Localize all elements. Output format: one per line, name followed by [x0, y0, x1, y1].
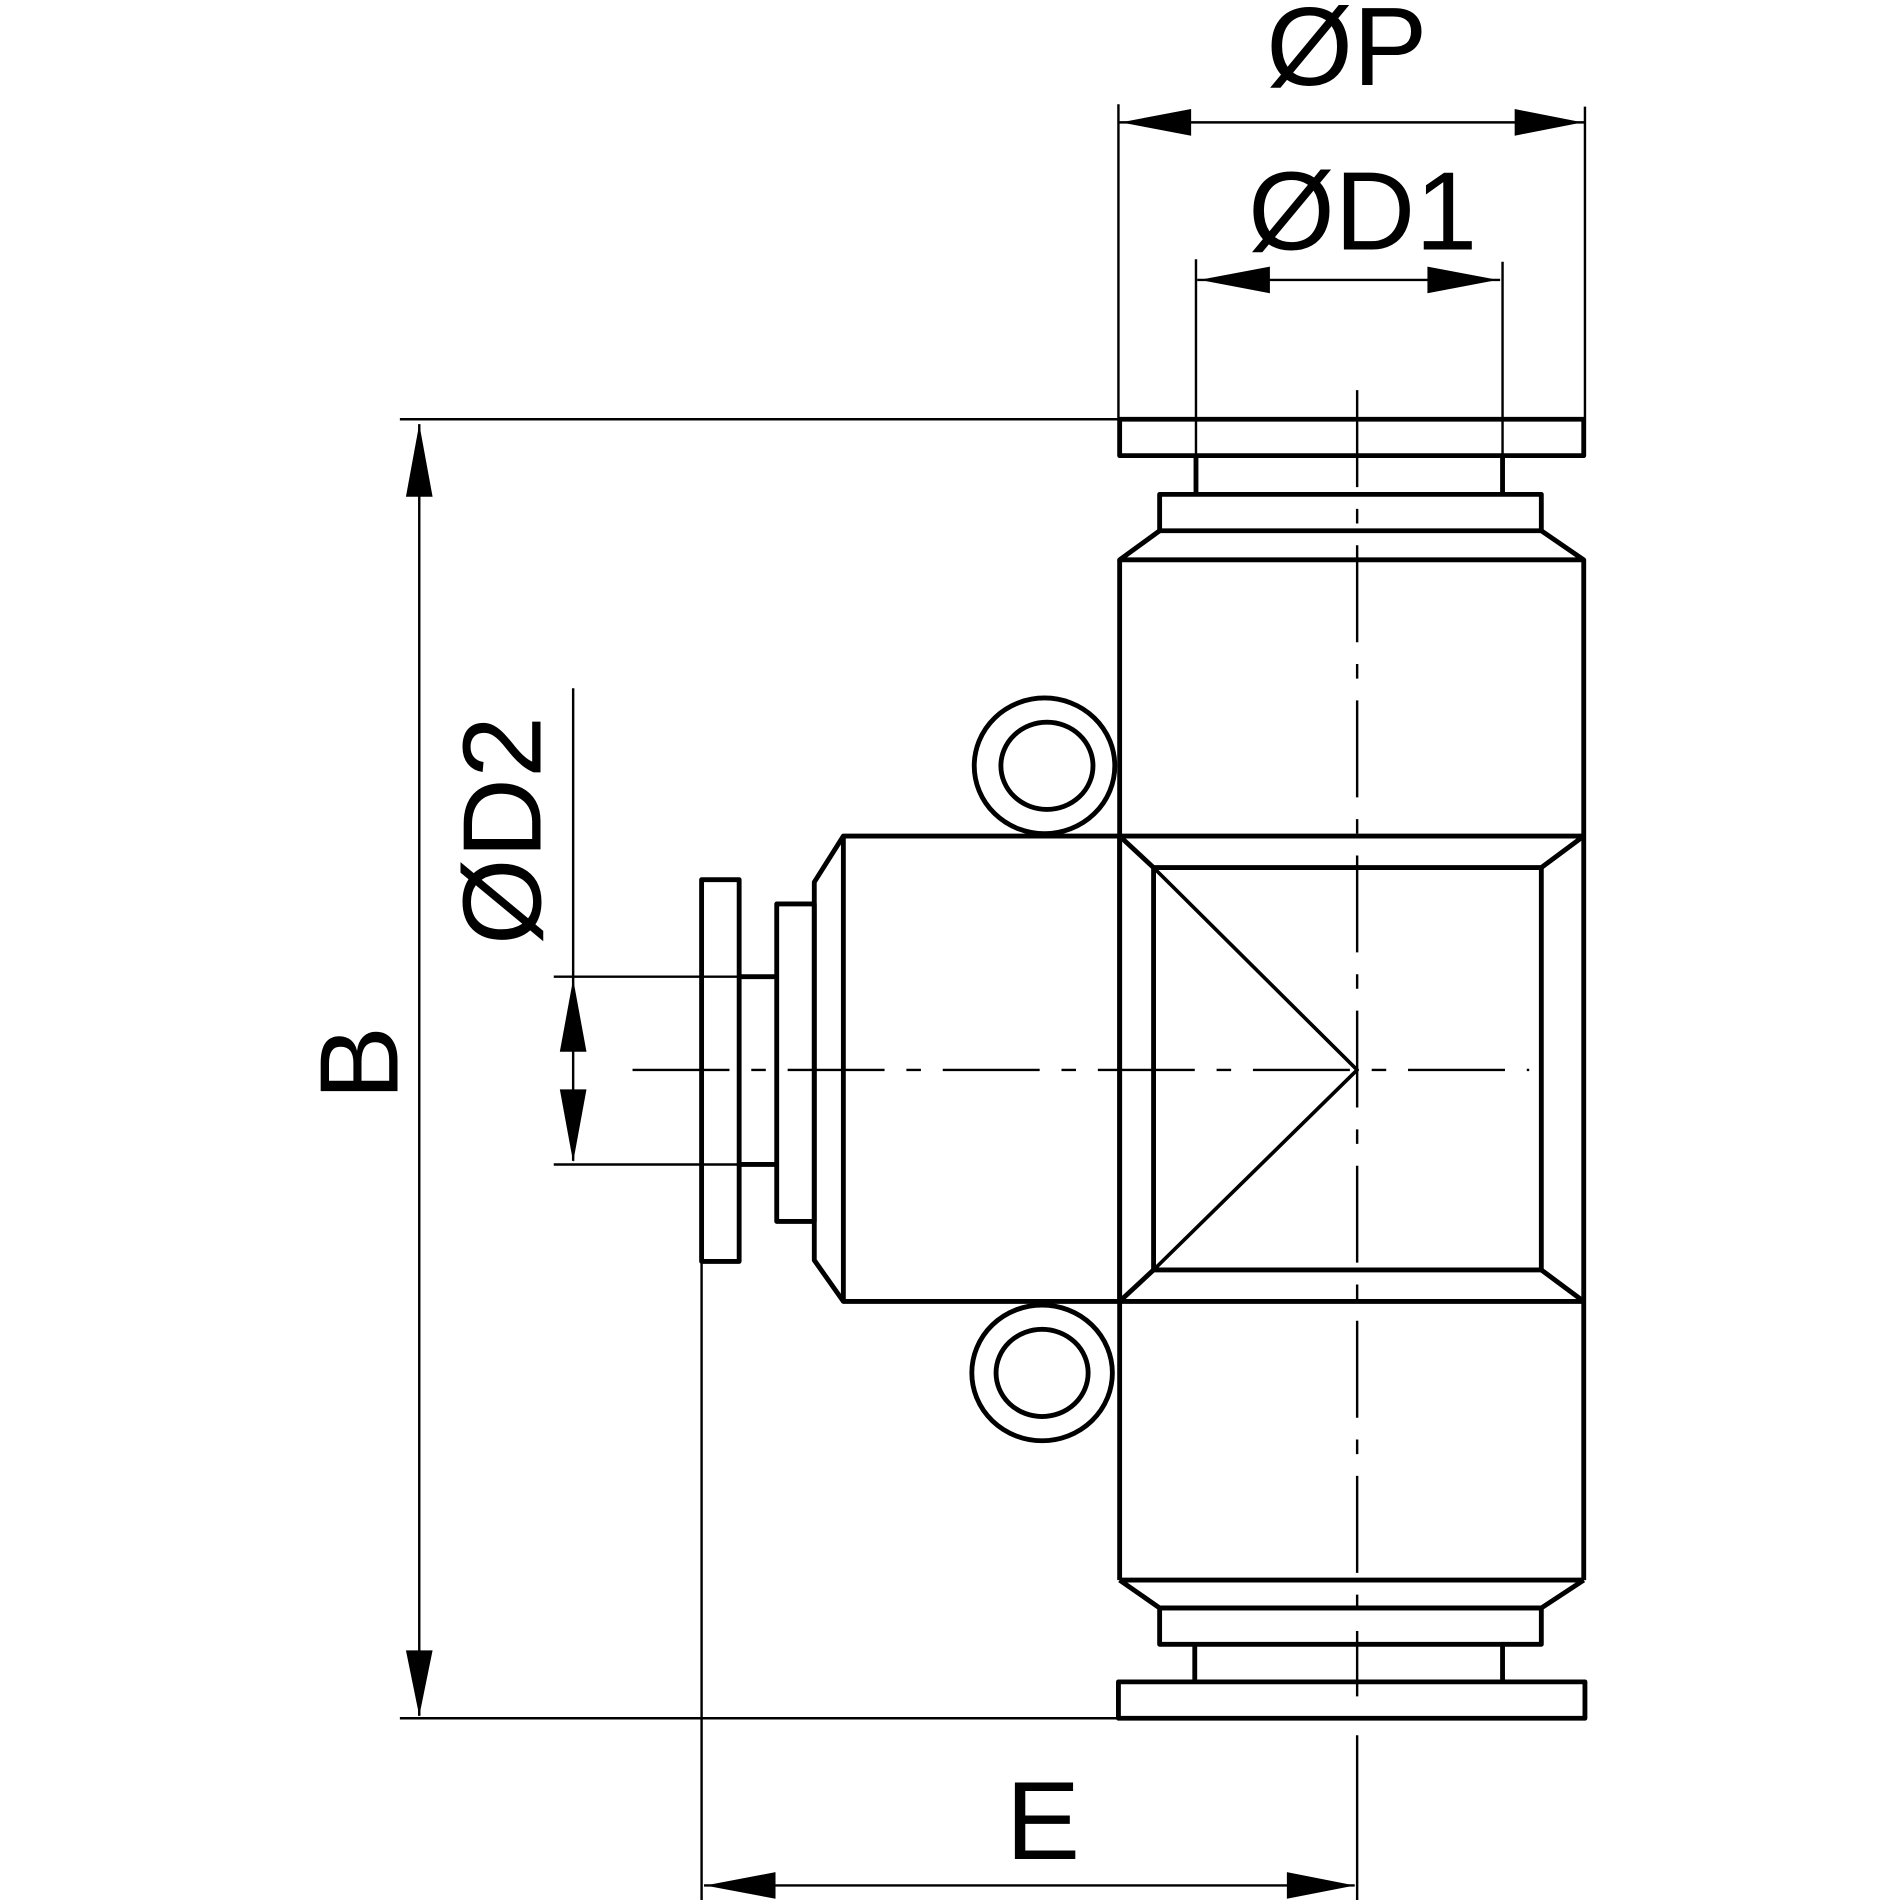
- o-rings: [969, 695, 1118, 1444]
- label-b: B: [296, 1026, 421, 1100]
- label-d1: ØD1: [1248, 149, 1477, 274]
- label-e: E: [1006, 1758, 1080, 1883]
- dimension-p: ØP: [1117, 0, 1587, 420]
- dimension-d2: ØD2: [439, 688, 740, 1166]
- dimension-d1: ØD1: [1194, 149, 1504, 456]
- label-d2: ØD2: [439, 716, 564, 945]
- center-lines: [632, 390, 1530, 1900]
- side-branch: [699, 833, 1123, 1304]
- dimension-e: E: [700, 1261, 1355, 1900]
- label-p: ØP: [1266, 0, 1427, 109]
- dimension-b: B: [296, 418, 1120, 1720]
